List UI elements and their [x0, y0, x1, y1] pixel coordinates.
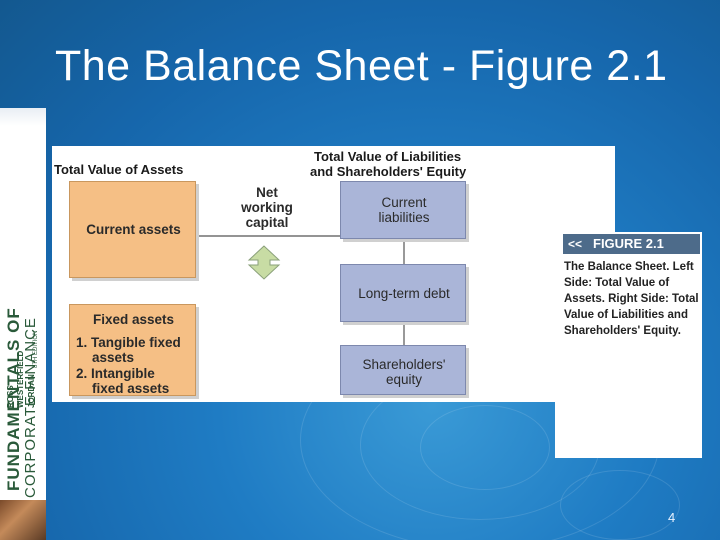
current-liabilities-line1: Current — [381, 195, 427, 210]
liabilities-header-line2: and Shareholders' Equity — [310, 164, 467, 179]
nwc-label-line2: working — [241, 200, 293, 215]
figure-connectors — [199, 235, 405, 345]
page-number: 4 — [668, 510, 676, 525]
caption-title: FIGURE 2.1 — [593, 236, 664, 251]
spine-top — [0, 108, 46, 126]
background-ripple — [560, 470, 680, 540]
equity-line1: Shareholders' — [362, 357, 446, 372]
nwc-label-line3: capital — [245, 215, 289, 230]
background-ripple — [420, 405, 550, 490]
current-assets-label: Current assets — [86, 222, 181, 237]
caption-header: << FIGURE 2.1 — [563, 234, 700, 254]
spine-author-3: JORDAN — [27, 374, 36, 408]
long-term-debt-box: Long-term debt — [340, 264, 466, 322]
spine-author-1: ROSS — [6, 385, 15, 408]
tangible-line2: assets — [92, 350, 135, 365]
slide-title: The Balance Sheet - Figure 2.1 — [55, 42, 668, 90]
current-liabilities-box: Current liabilities — [340, 181, 466, 239]
intangible-line1: 2. Intangible — [76, 366, 155, 381]
assets-header: Total Value of Assets — [54, 162, 184, 177]
current-liabilities-line2: liabilities — [378, 210, 430, 225]
double-chevron-left-icon: << — [568, 237, 583, 251]
fixed-assets-box: Fixed assets 1. Tangible fixed assets 2.… — [69, 304, 196, 396]
spine-edition: 8TH EDITION — [33, 330, 39, 368]
liabilities-header-line1: Total Value of Liabilities — [314, 149, 462, 164]
book-spine: FUNDAMENTALS OF CORPORATE FINANCE ROSS W… — [0, 108, 46, 540]
equity-line2: equity — [385, 372, 423, 387]
current-assets-box: Current assets — [69, 181, 196, 278]
spine-cover-image — [0, 500, 46, 540]
nwc-label-line1: Net — [256, 185, 278, 200]
double-arrow-icon — [247, 245, 281, 280]
long-term-debt-label: Long-term debt — [358, 286, 450, 301]
equity-box: Shareholders' equity — [340, 345, 466, 395]
figure-caption-card: << FIGURE 2.1 The Balance Sheet. Left Si… — [555, 232, 702, 458]
fixed-assets-label: Fixed assets — [92, 312, 175, 327]
balance-sheet-figure: Total Value of Assets Total Value of Lia… — [52, 146, 615, 402]
caption-text: The Balance Sheet. Left Side: Total Valu… — [564, 261, 699, 337]
intangible-line2: fixed assets — [92, 381, 170, 396]
tangible-line1: 1. Tangible fixed — [76, 335, 181, 350]
spine-author-2: WESTERFIELD — [16, 350, 25, 408]
